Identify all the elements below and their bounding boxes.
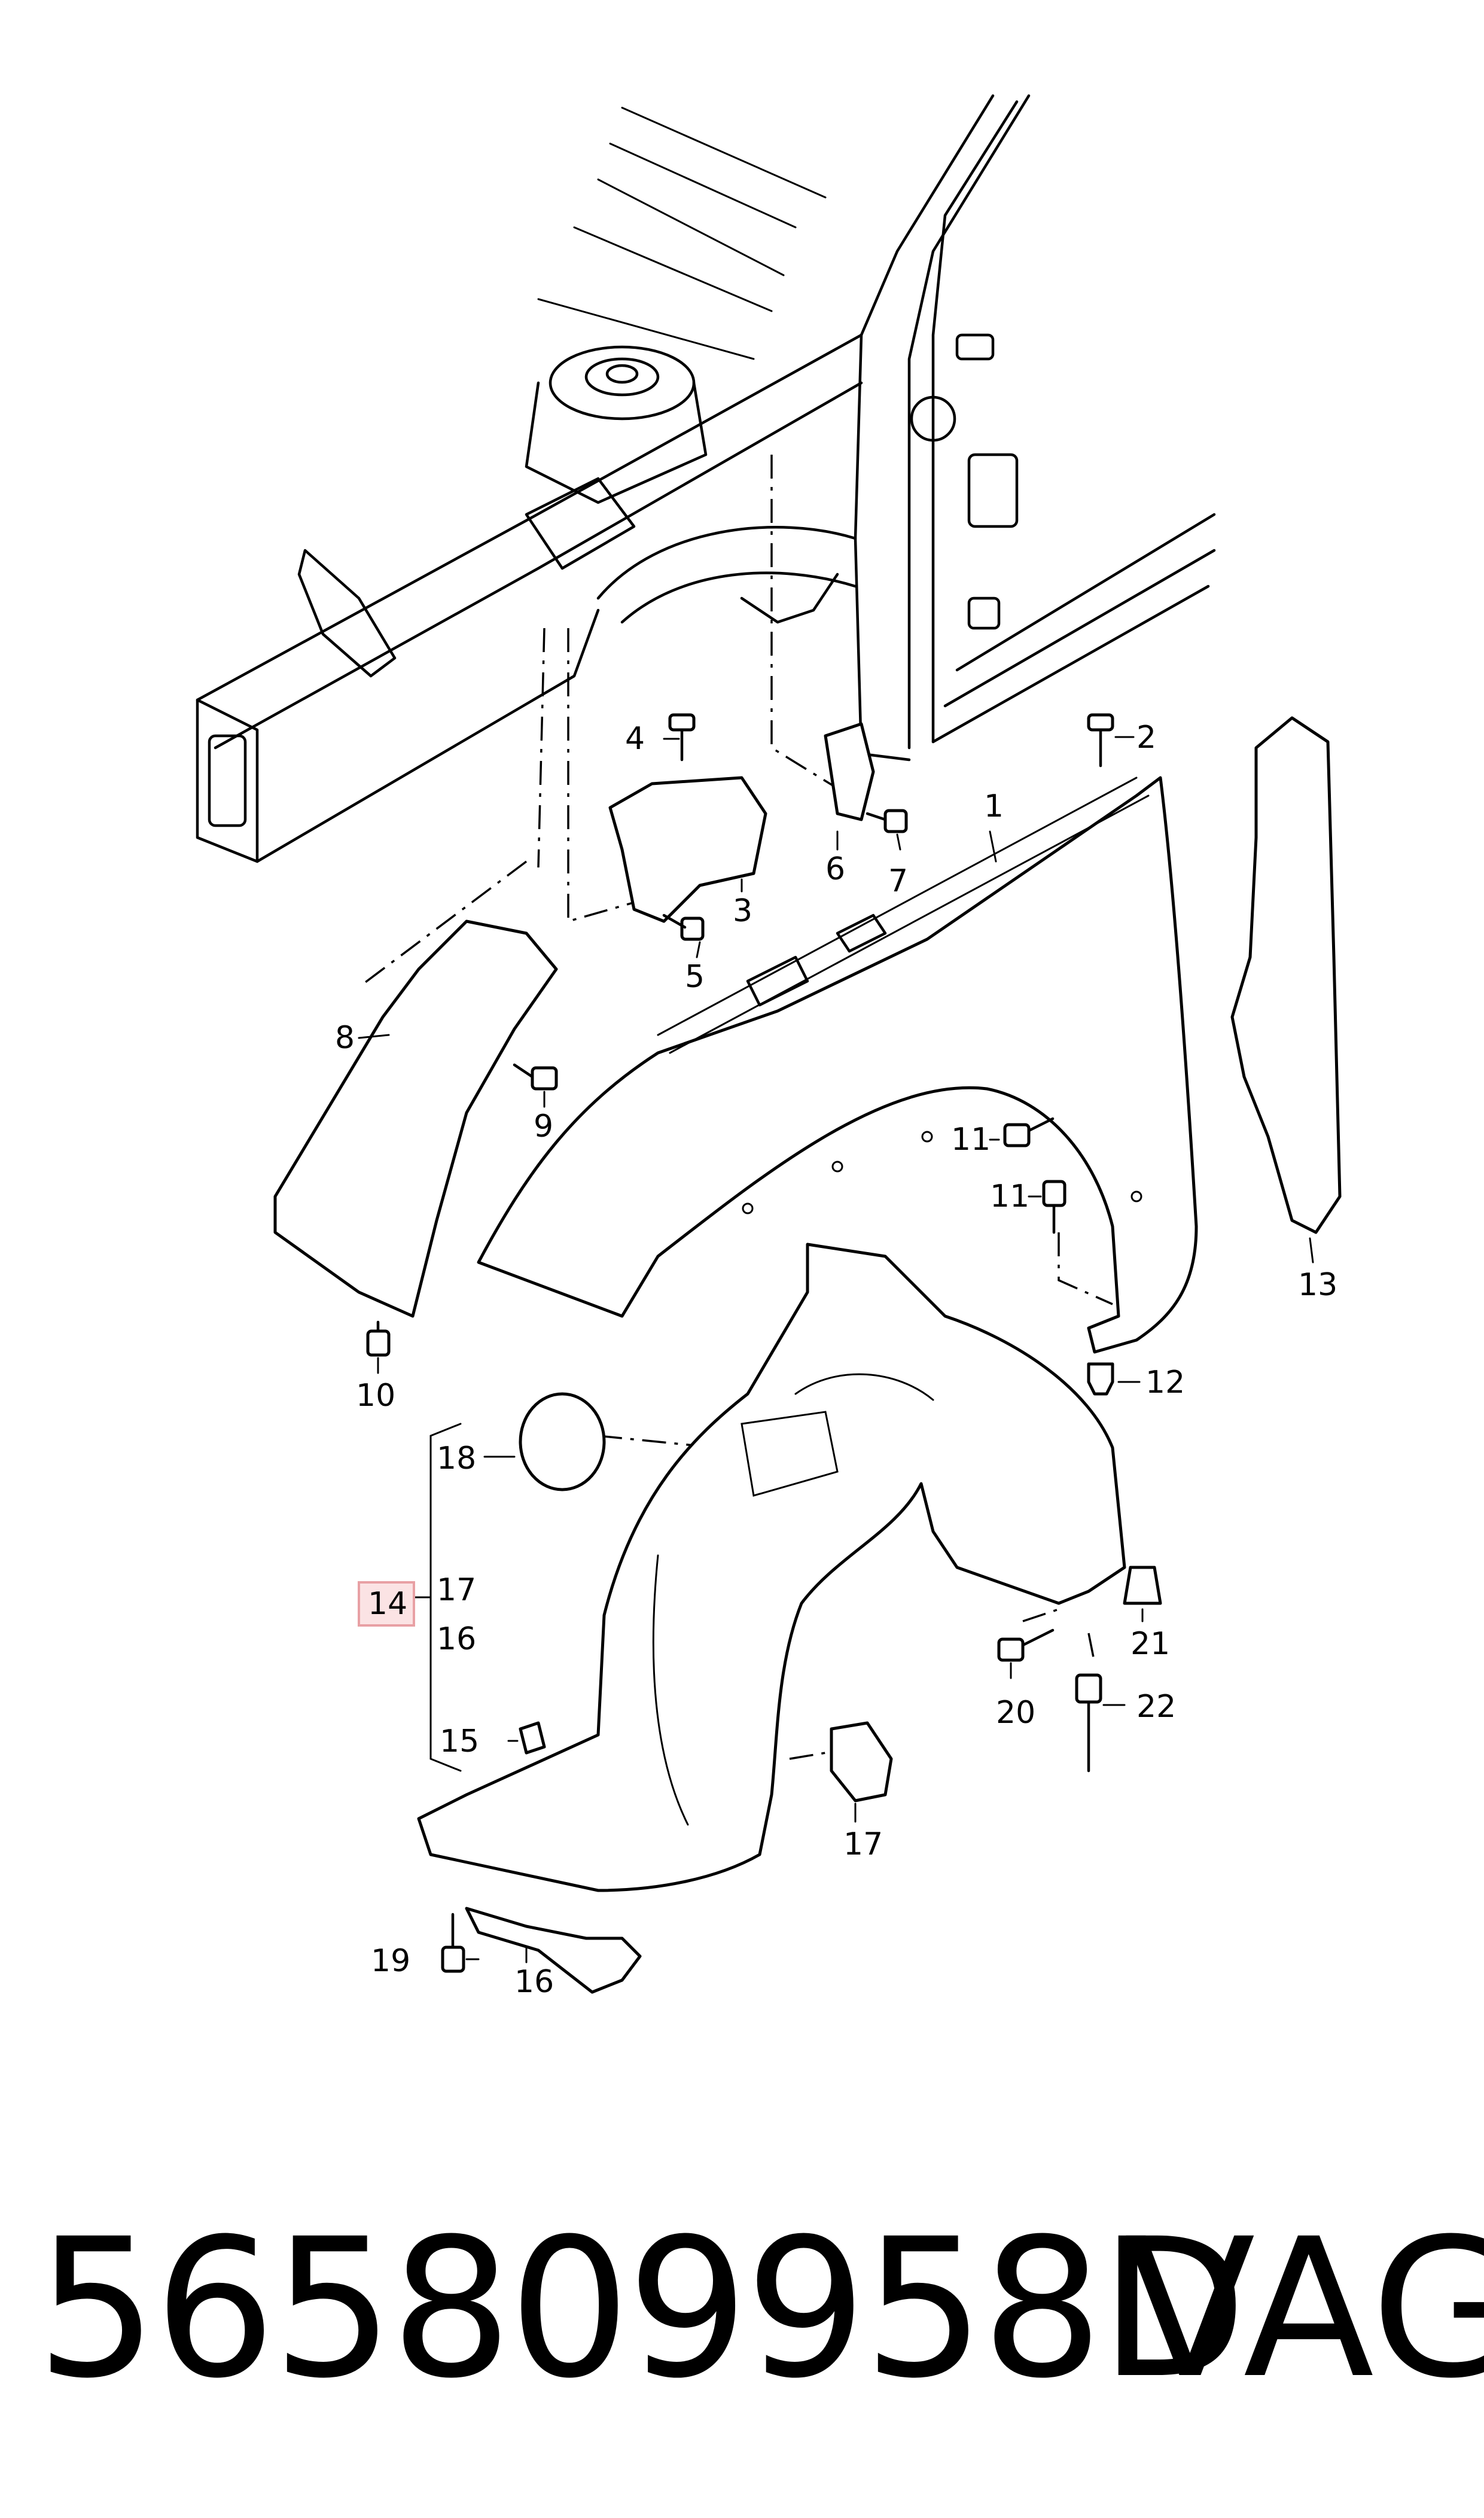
callout-9: 9 [534,1109,553,1144]
seal-strip-part [1230,716,1342,1234]
callout-15: 15 [440,1724,479,1759]
small-bracket-part [824,722,875,821]
callout-12: 12 [1145,1365,1185,1400]
fasteners [366,713,1162,1973]
callout-2: 2 [1136,720,1156,756]
callout-22: 22 [1136,1689,1176,1725]
support-panel-part [273,919,558,1318]
round-cap-part [519,1392,606,1491]
callout-11b: 11 [990,1179,1029,1214]
callout-1: 1 [984,788,1004,824]
callout-11a: 11 [951,1122,991,1158]
fender-part [477,776,1198,1354]
callout-labels: 1 2 3 4 5 6 7 8 9 10 11 11 12 13 14 15 1… [335,720,1337,2000]
callout-leaders [358,736,1314,1963]
callout-14-highlight [358,1581,415,1627]
bracket-part [608,776,767,923]
callout-21: 21 [1130,1626,1170,1662]
part-number: 565809958D [36,2198,1247,2420]
callout-8: 8 [335,1020,355,1056]
cover-cap-part [830,1721,893,1803]
callout-4: 4 [625,721,645,757]
callout-6: 6 [825,851,845,887]
callout-14: 14 [368,1586,407,1622]
callout-10: 10 [356,1378,395,1414]
callout-13: 13 [1298,1267,1337,1303]
callout-17b: 17 [843,1826,883,1862]
wheel-liner-part [417,1243,1126,1892]
liner-detail [652,1373,934,1826]
callout-20: 20 [996,1695,1035,1731]
lower-bracket-part [465,1907,642,1994]
callout-19: 19 [371,1943,410,1979]
callout-16a: 16 [437,1621,476,1657]
callout-3: 3 [733,893,752,929]
callout-5: 5 [685,959,705,995]
callout-17a: 17 [437,1572,476,1608]
callout-18: 18 [437,1441,476,1476]
brand-name: VAG [1125,2198,1484,2420]
callout-7: 7 [888,863,908,899]
callout-16b: 16 [514,1964,554,2000]
body-structure-drawing [196,94,1216,863]
